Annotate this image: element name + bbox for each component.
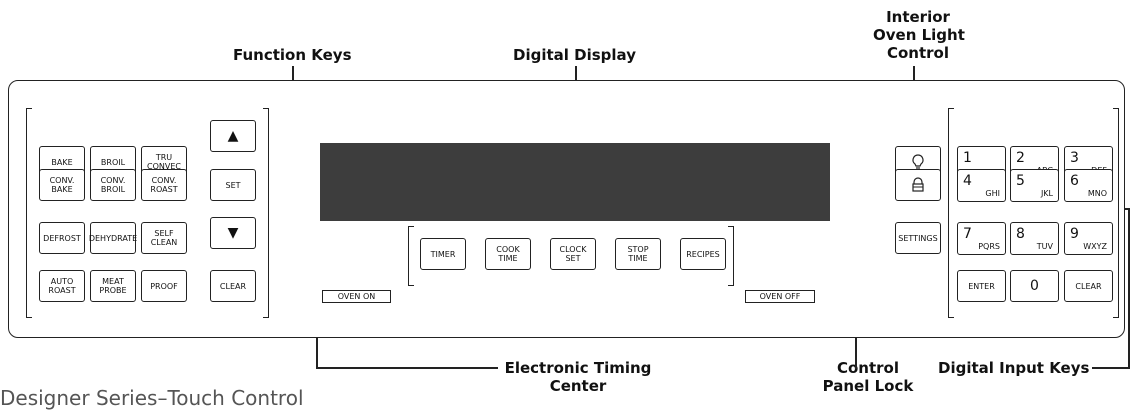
- callout-line: Oven Light: [873, 26, 965, 44]
- key-digit: 2: [1016, 150, 1025, 166]
- conv-roast-key[interactable]: CONV. ROAST: [141, 169, 187, 201]
- numpad-key-4[interactable]: 4 GHI: [957, 169, 1006, 202]
- key-digit: 8: [1016, 226, 1025, 242]
- key-digit: 5: [1016, 173, 1025, 189]
- key-letters: WXYZ: [1083, 242, 1107, 251]
- numpad-bracket-left: [948, 108, 954, 318]
- numpad-key-6[interactable]: 6 MNO: [1064, 169, 1113, 202]
- digital-display: [320, 143, 830, 221]
- recipes-key[interactable]: RECIPES: [680, 238, 726, 270]
- numpad-key-8[interactable]: 8 TUV: [1010, 222, 1059, 255]
- key-digit: 6: [1070, 173, 1079, 189]
- proof-key[interactable]: PROOF: [141, 270, 187, 302]
- key-digit: 3: [1070, 150, 1079, 166]
- panel-lock-key[interactable]: [895, 169, 941, 201]
- timing-bracket-left: [408, 226, 414, 286]
- numpad-key-7[interactable]: 7 PQRS: [957, 222, 1006, 255]
- defrost-key[interactable]: DEFROST: [39, 222, 85, 254]
- key-digit: 1: [963, 150, 972, 166]
- key-letters: MNO: [1087, 189, 1107, 198]
- oven-off-indicator: OVEN OFF: [745, 290, 815, 303]
- enter-key[interactable]: ENTER: [957, 270, 1006, 302]
- callout-digital-input-keys: Digital Input Keys: [938, 359, 1090, 377]
- numpad-clear-key[interactable]: CLEAR: [1064, 270, 1113, 302]
- key-letters: GHI: [985, 189, 1000, 198]
- callout-line: Control: [836, 359, 899, 377]
- down-arrow-key[interactable]: ▼: [210, 217, 256, 249]
- lock-icon: [912, 177, 924, 192]
- self-clean-key[interactable]: SELF CLEAN: [141, 222, 187, 254]
- key-letters: PQRS: [978, 242, 1000, 251]
- key-digit: 9: [1070, 226, 1079, 242]
- numpad-bracket-right: [1113, 108, 1119, 318]
- bracket-left: [26, 108, 32, 318]
- key-letters: TUV: [1036, 242, 1053, 251]
- callout-function-keys: Function Keys: [233, 46, 352, 64]
- callout-line: Interior: [886, 8, 950, 26]
- leader-numpad-v: [1128, 208, 1130, 368]
- leader-timing-bottom: [316, 367, 498, 369]
- conv-bake-key[interactable]: CONV. BAKE: [39, 169, 85, 201]
- leader-numpad-h: [1122, 208, 1130, 210]
- settings-key[interactable]: SETTINGS: [895, 222, 941, 254]
- stop-time-key[interactable]: STOP TIME: [615, 238, 661, 270]
- dehydrate-key[interactable]: DEHYDRATE: [89, 222, 137, 254]
- clear-key[interactable]: CLEAR: [210, 270, 256, 302]
- key-letters: JKL: [1040, 189, 1053, 198]
- cook-time-key[interactable]: COOK TIME: [485, 238, 531, 270]
- key-digit: 7: [963, 226, 972, 242]
- oven-on-indicator: OVEN ON: [322, 290, 391, 303]
- timer-key[interactable]: TIMER: [420, 238, 466, 270]
- set-key[interactable]: SET: [210, 169, 256, 201]
- bracket-right: [263, 108, 269, 318]
- clock-set-key[interactable]: CLOCK SET: [550, 238, 596, 270]
- timing-bracket-right: [728, 226, 734, 286]
- conv-broil-key[interactable]: CONV. BROIL: [90, 169, 136, 201]
- zero-key[interactable]: 0: [1010, 270, 1059, 302]
- numpad-key-5[interactable]: 5 JKL: [1010, 169, 1059, 202]
- numpad-key-9[interactable]: 9 WXYZ: [1064, 222, 1113, 255]
- callout-panel-lock: Control Panel Lock: [818, 359, 918, 395]
- callout-line: Center: [549, 377, 607, 395]
- callout-line: Electronic Timing: [504, 359, 652, 377]
- callout-electronic-timing: Electronic Timing Center: [498, 359, 658, 395]
- auto-roast-key[interactable]: AUTO ROAST: [39, 270, 85, 302]
- callout-line: Control: [886, 44, 949, 62]
- callout-digital-display: Digital Display: [513, 46, 636, 64]
- callout-interior-light: Interior Oven Light Control: [873, 8, 965, 62]
- callout-line: Panel Lock: [822, 377, 914, 395]
- light-bulb-icon: [912, 154, 924, 169]
- up-arrow-key[interactable]: ▲: [210, 120, 256, 152]
- key-digit: 4: [963, 173, 972, 189]
- figure-caption: Designer Series–Touch Control: [0, 386, 304, 410]
- leader-numpad-bottom: [1092, 367, 1130, 369]
- meat-probe-key[interactable]: MEAT PROBE: [90, 270, 136, 302]
